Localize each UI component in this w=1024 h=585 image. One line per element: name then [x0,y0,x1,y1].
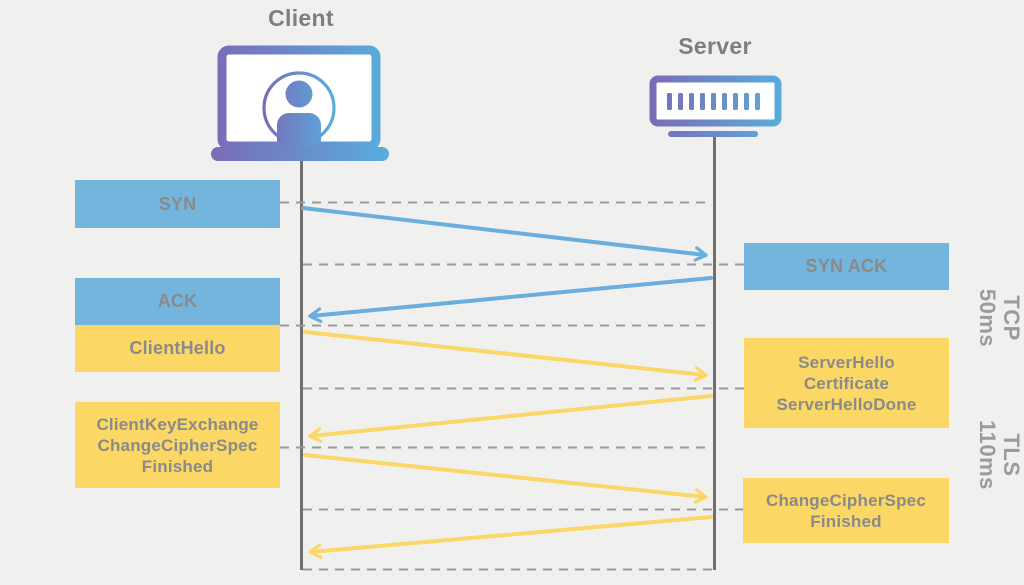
message-label: ClientHello [129,338,226,358]
message-box-syn: SYN [75,180,280,228]
arrow-syn-ack [308,276,713,323]
phase-name: TLS [999,433,1024,477]
arrow-change-cipher-spec [308,515,713,559]
phase-label-tls: TLS 110ms [973,413,1024,497]
arrow-client-hello [303,330,708,382]
server-rack-icon [649,75,782,137]
message-label: Finished [810,511,882,531]
arrow-syn [301,206,708,262]
server-base [668,131,758,137]
message-label: Finished [141,456,214,476]
timing-dashes [280,201,744,571]
message-label: SYN ACK [805,256,888,276]
message-box-server-hello: ServerHello Certificate ServerHelloDone [744,338,949,428]
message-box-client-key-exchange: ClientKeyExchange ChangeCipherSpec Finis… [75,402,280,488]
arrow-server-hello [308,394,713,443]
message-label: ServerHelloDone [776,394,917,414]
server-title: Server [678,33,752,59]
phase-label-tcp: TCP 50ms [973,276,1024,360]
message-label: ClientKeyExchange [96,414,259,434]
message-label: ChangeCipherSpec [97,435,258,455]
message-label: SYN [158,193,197,214]
message-label: ServerHello [798,352,895,372]
server-slots [667,93,760,110]
user-head [285,80,313,108]
phase-duration: 110ms [975,420,1000,490]
phase-name: TCP [999,295,1024,341]
message-box-client-hello: ClientHello [75,325,280,372]
laptop-user-icon [211,45,389,161]
message-label: Certificate [803,373,890,393]
message-label: ACK [157,291,198,311]
message-arrows [301,206,713,559]
message-box-ack: ACK [75,278,280,325]
laptop-base [211,147,389,161]
user-body [277,113,321,149]
phase-duration: 50ms [975,288,1000,348]
message-box-change-cipher-spec: ChangeCipherSpec Finished [743,478,949,543]
message-label: ChangeCipherSpec [765,490,926,510]
message-box-syn-ack: SYN ACK [744,243,949,290]
arrow-client-key-exchange [303,453,708,504]
client-title: Client [268,5,334,31]
